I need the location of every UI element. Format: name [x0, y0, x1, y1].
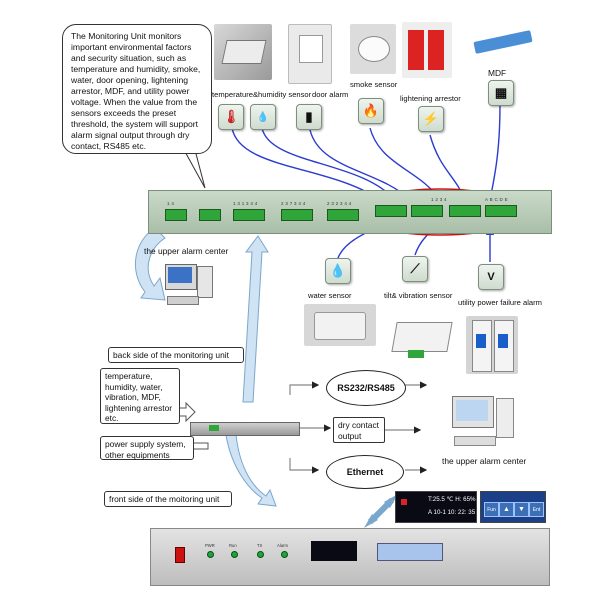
- door-alarm-label: door alarm: [312, 90, 349, 99]
- lcd-line-2: A 10-1 10: 22: 35: [428, 509, 476, 516]
- front-lcd-link: [364, 494, 398, 528]
- monitoring-unit-side-view: [190, 422, 300, 436]
- door-alarm-photo: [288, 24, 332, 84]
- power-supply-label: power supply system, other equipments: [100, 436, 194, 460]
- tilt-icon: ⟋: [402, 256, 428, 282]
- led-label-alarm: Alarm: [277, 543, 288, 548]
- terminal-block: [281, 209, 313, 221]
- thermometer-icon: 🌡: [218, 104, 244, 130]
- power-failure-label: utility power failure alarm: [458, 298, 542, 307]
- rs232-rs485-output: RS232/RS485: [326, 370, 406, 406]
- terminal-block: [485, 205, 517, 217]
- temp-humidity-sensor-photo: [214, 24, 272, 80]
- led-pwr: [207, 551, 214, 558]
- led-alarm: [281, 551, 288, 558]
- terminal-block: [411, 205, 443, 217]
- lightening-arrestor-photo: [402, 22, 452, 78]
- door-contact-icon: ▮: [296, 104, 322, 130]
- terminal-label: 1 2 3 4: [431, 197, 447, 202]
- computer-icon-2: [452, 396, 516, 450]
- grid-icon: ▦: [488, 80, 514, 106]
- led-label-tx: TX: [257, 543, 263, 548]
- mdf-photo: [470, 24, 538, 64]
- water-sensor-photo: [304, 304, 376, 346]
- output-links: [289, 381, 428, 474]
- water-leak-icon: 💧: [325, 258, 351, 284]
- keypad: Fun ▲ ▼ Ent: [480, 491, 546, 523]
- smoke-sensor-label: smoke sensor: [350, 80, 398, 89]
- lightning-icon: ⚡: [418, 106, 444, 132]
- temp-humidity-label: temperature&humidity sensor: [212, 90, 312, 99]
- smoke-sensor-photo: [350, 24, 396, 74]
- key-fun[interactable]: Fun: [484, 502, 499, 517]
- terminal-block: [165, 209, 187, 221]
- flame-icon: 🔥: [358, 98, 384, 124]
- tilt-vibration-label: tilt& vibration sensor: [384, 291, 453, 300]
- terminal-label: 1 4: [167, 201, 175, 206]
- led-label-pwr: PWR: [205, 543, 215, 548]
- tilt-sensor-photo: [388, 318, 454, 364]
- lcd-display: T:25.5 ℃ H: 65% A 10-1 10: 22: 35: [395, 491, 477, 523]
- callout-tail: [182, 147, 206, 189]
- led-label-run: Run: [229, 543, 237, 548]
- terminal-label: A B C D E: [485, 197, 508, 202]
- terminal-label: 1 3 1 3 4 4: [233, 201, 258, 206]
- terminal-block: [327, 209, 359, 221]
- water-sensor-label: water sensor: [308, 291, 352, 300]
- upper-alarm-center-label-1: the upper alarm center: [144, 246, 229, 256]
- ethernet-output: Ethernet: [326, 455, 404, 489]
- terminal-label: 2 3 7 3 4 4: [281, 201, 306, 206]
- flow-arrows: [134, 227, 277, 507]
- voltage-icon: V: [478, 264, 504, 290]
- led-tx: [257, 551, 264, 558]
- mdf-label: MDF: [488, 68, 507, 78]
- inputs-label: temperature, humidity, water, vibration,…: [100, 368, 180, 424]
- computer-icon: [165, 264, 213, 310]
- back-panel: 1 4 1 3 1 3 4 4 2 3 7 3 4 4 2 3 2 3 4 4 …: [148, 190, 552, 234]
- dry-contact-output: dry contact output: [333, 417, 385, 443]
- key-down[interactable]: ▼: [514, 502, 529, 517]
- terminal-block: [233, 209, 265, 221]
- terminal-block: [449, 205, 481, 217]
- key-up[interactable]: ▲: [499, 502, 514, 517]
- terminal-block: [199, 209, 221, 221]
- sensor-wires: [231, 104, 501, 262]
- breaker-photo: [466, 316, 518, 374]
- front-panel: PWR Run TX Alarm: [150, 528, 550, 586]
- lcd-line-1: T:25.5 ℃ H: 65%: [428, 496, 476, 503]
- front-side-label: front side of the moitoring unit: [104, 491, 232, 507]
- back-side-label: back side of the monitoring unit: [108, 347, 244, 363]
- monitoring-unit-description: The Monitoring Unit monitors important e…: [62, 24, 212, 154]
- droplet-rh-icon: 💧: [250, 104, 276, 130]
- led-run: [231, 551, 238, 558]
- lightening-arrestor-label: lightening arrestor: [400, 94, 461, 103]
- terminal-label: 2 3 2 3 4 4: [327, 201, 352, 206]
- upper-alarm-center-label-2: the upper alarm center: [442, 456, 527, 466]
- key-ent[interactable]: Ent: [529, 502, 544, 517]
- terminal-block: [375, 205, 407, 217]
